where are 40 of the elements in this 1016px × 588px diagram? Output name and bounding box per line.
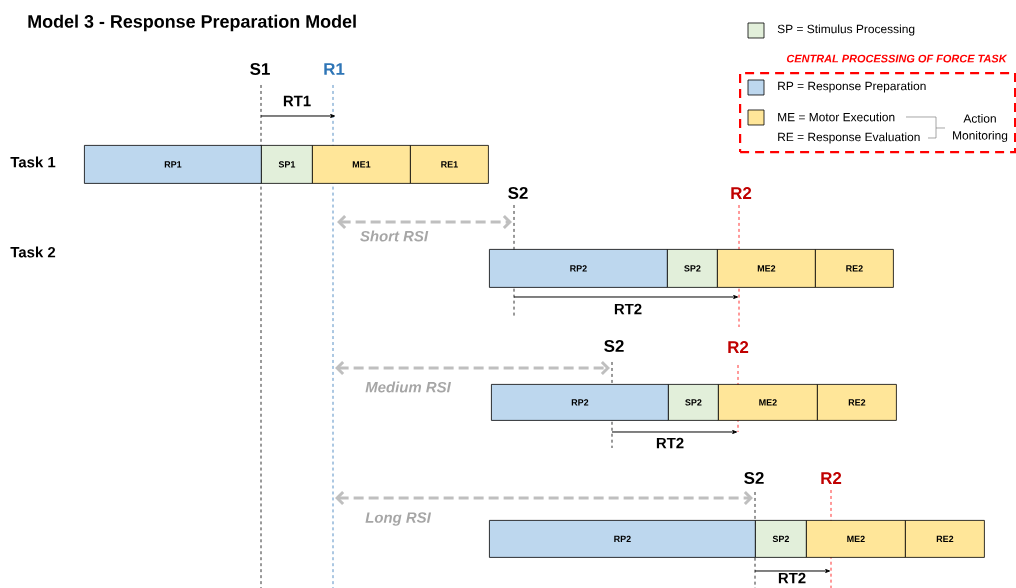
evaluation-bar: RE1	[410, 145, 489, 184]
interval-label: Short RSI	[360, 230, 429, 242]
response-label: R2	[821, 472, 842, 484]
execution-bar: ME2	[717, 249, 816, 288]
preparation-bar: RP2	[489, 249, 668, 288]
interval-label: Medium RSI	[365, 381, 451, 393]
stimulus-label: S2	[744, 472, 764, 484]
evaluation-bar: RE2	[905, 520, 985, 558]
execution-bar: ME1	[312, 145, 411, 184]
interval-label: RT1	[283, 95, 311, 107]
processing-bar: SP2	[668, 384, 719, 421]
execution-bar: ME2	[806, 520, 906, 558]
interval-label: Long RSI	[365, 512, 432, 526]
evaluation-bar: RE2	[815, 249, 894, 288]
interval-label: RT2	[778, 572, 806, 584]
legend-text: RP = Response Preparation	[778, 81, 926, 93]
preparation-bar: RP2	[491, 384, 669, 421]
stimulus-label: S2	[508, 187, 528, 199]
legend-text: SP = Stimulus Processing	[777, 24, 915, 36]
processing-bar: SP1	[261, 145, 313, 184]
title: Model 3 - Response Preparation Model	[28, 14, 356, 32]
node-label: CENTRAL PROCESSING OF FORCE TASK	[786, 54, 1008, 63]
processing-bar: SP2	[667, 249, 718, 288]
stimulus-label: S1	[250, 63, 270, 75]
task-label: Task 1	[10, 156, 56, 168]
interval-label: RT2	[614, 303, 642, 315]
stimulus-label: S2	[604, 340, 624, 352]
preparation-bar: RP1	[84, 145, 262, 184]
legend-text: RE = Response Evaluation	[778, 132, 920, 144]
evaluation-bar: RE2	[817, 384, 897, 421]
legend-text: ME = Motor Execution	[778, 112, 895, 122]
response-label: R2	[728, 341, 749, 353]
interval-label: RT2	[656, 437, 684, 449]
processing-bar: SP2	[755, 520, 807, 558]
preparation-bar: RP2	[489, 520, 756, 558]
task-label: Task 2	[10, 246, 56, 258]
execution-bar: ME2	[718, 384, 818, 421]
response-label: R2	[731, 187, 752, 199]
response-label: R1	[324, 63, 345, 75]
bracket-label: Action Monitoring	[953, 113, 1008, 143]
